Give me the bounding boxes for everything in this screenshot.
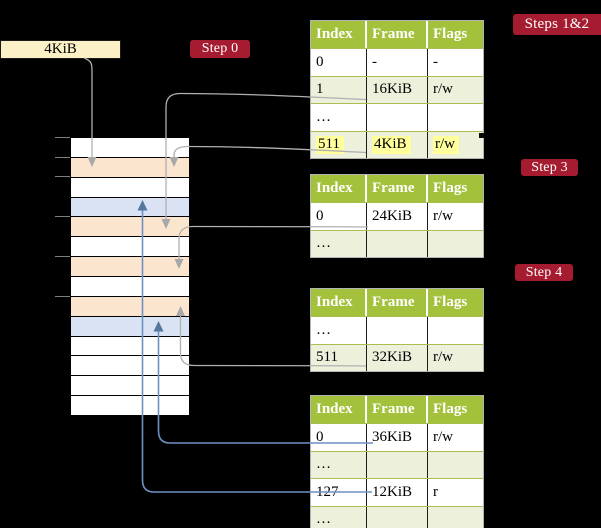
column-header-frame: Frame <box>367 21 428 48</box>
cell-frame: 32KiB <box>367 344 428 371</box>
cell-index: … <box>311 317 367 344</box>
highlighted-value: 4KiB <box>372 135 411 154</box>
column-header-index: Index <box>311 396 367 423</box>
row-511-marker <box>479 133 484 138</box>
memory-row <box>71 336 189 357</box>
cell-flags <box>428 231 483 258</box>
column-header-flags: Flags <box>433 294 468 310</box>
address-tick <box>55 176 70 177</box>
table-row: … <box>311 229 483 258</box>
column-header-index: Index <box>311 289 367 316</box>
cell-frame <box>367 230 428 257</box>
cell-index: … <box>311 506 367 528</box>
memory-row <box>71 376 189 397</box>
table-row: … <box>311 505 483 528</box>
address-tick <box>55 256 70 257</box>
badge-step-4: Step 4 <box>515 264 573 281</box>
column-header-frame: Frame <box>367 289 428 316</box>
cell-flags: r/w <box>433 349 453 366</box>
column-header-flags: Flags <box>433 180 468 196</box>
memory-row <box>71 237 189 258</box>
cell-index: 511 <box>311 344 367 371</box>
memory-row <box>71 356 189 377</box>
badge-steps-1-2: Steps 1&2 <box>513 14 601 35</box>
column-header-index: Index <box>311 175 367 202</box>
address-tick <box>55 157 70 158</box>
cell-flags <box>428 452 483 479</box>
memory-row <box>71 157 189 178</box>
cell-frame <box>367 451 428 478</box>
memory-row <box>71 296 189 317</box>
cell-flags: r/w <box>428 132 483 159</box>
cell-index: 0 <box>311 424 367 451</box>
physical-memory-column <box>70 137 190 416</box>
memory-row <box>71 277 189 297</box>
cell-index: 127 <box>311 479 367 506</box>
cell-frame <box>367 506 428 528</box>
cell-flags <box>428 317 483 344</box>
table-row: 511 4KiB r/w <box>311 130 483 159</box>
cell-frame: 16KiB <box>367 76 428 103</box>
cell-index: 0 <box>311 203 367 230</box>
column-header-frame: Frame <box>367 175 428 202</box>
column-header-flags: Flags <box>433 26 468 42</box>
memory-row <box>71 396 189 416</box>
address-tick <box>55 296 70 297</box>
frame-size-label: 4KiB <box>0 40 121 59</box>
memory-row <box>71 197 189 218</box>
cell-flags: r/w <box>433 207 453 224</box>
cell-frame: 4KiB <box>367 131 428 158</box>
memory-row <box>71 316 189 337</box>
memory-row <box>71 217 189 238</box>
cell-flags: r/w <box>433 81 453 98</box>
badge-step-3: Step 3 <box>521 159 578 176</box>
column-header-flags: Flags <box>433 401 468 417</box>
memory-row <box>71 257 189 278</box>
table-row: … <box>311 103 483 131</box>
table-row: … <box>311 316 483 344</box>
cell-frame: - <box>367 49 428 76</box>
cell-index: 1 <box>311 76 367 103</box>
highlighted-value: r/w <box>433 135 459 154</box>
table-row: 0-- <box>311 48 483 76</box>
cell-index: 511 <box>311 131 367 158</box>
highlighted-value: 511 <box>316 135 344 154</box>
table-row: … <box>311 450 483 479</box>
cell-index: 0 <box>311 49 367 76</box>
cell-flags: - <box>433 53 438 70</box>
column-header-index: Index <box>311 21 367 48</box>
badge-step-0: Step 0 <box>190 40 250 58</box>
cell-frame: 24KiB <box>367 203 428 230</box>
cell-flags <box>428 104 483 131</box>
cell-index: … <box>311 451 367 478</box>
cell-flags <box>428 507 483 528</box>
cell-index: … <box>311 104 367 131</box>
cell-index: … <box>311 230 367 257</box>
cell-frame <box>367 104 428 131</box>
memory-row <box>71 177 189 198</box>
cell-flags: r/w <box>433 428 453 445</box>
address-tick <box>55 216 70 217</box>
memory-row <box>71 138 189 158</box>
frame-size-text: 4KiB <box>44 41 77 57</box>
cell-flags: r <box>433 483 438 500</box>
cell-frame: 12KiB <box>367 479 428 506</box>
column-header-frame: Frame <box>367 396 428 423</box>
cell-frame: 36KiB <box>367 424 428 451</box>
cell-frame <box>367 317 428 344</box>
address-tick <box>55 137 70 138</box>
